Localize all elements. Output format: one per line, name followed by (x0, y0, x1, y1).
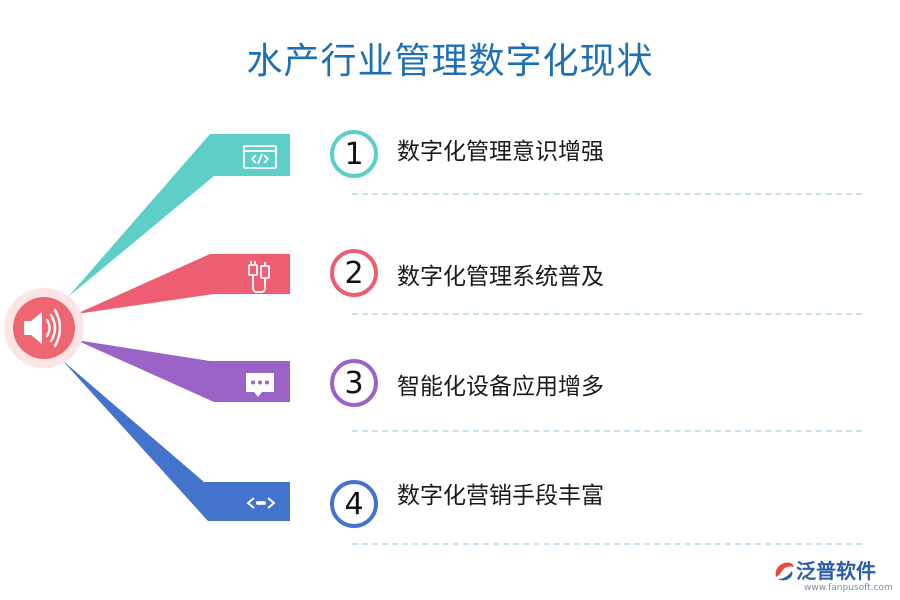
item-label-2: 数字化管理系统普及 (397, 264, 604, 290)
brand-logo-text: 泛普软件 (796, 559, 876, 583)
code-arrows-icon (246, 497, 276, 509)
speaker-icon (24, 308, 62, 348)
brand-logo-icon (775, 562, 794, 580)
code-window-icon (243, 145, 277, 169)
number-badge-3: 3 (330, 359, 378, 407)
ray-4 (62, 360, 290, 521)
number-badge-1: 1 (330, 130, 378, 178)
ray-3 (76, 340, 290, 402)
number-badge-2: 2 (330, 249, 378, 297)
hub-circle (13, 297, 75, 359)
divider-1 (352, 193, 862, 195)
item-label-3: 智能化设备应用增多 (397, 374, 604, 400)
divider-2 (352, 313, 862, 315)
item-label-4: 数字化营销手段丰富 (397, 483, 604, 509)
page-title: 水产行业管理数字化现状 (246, 41, 654, 82)
brand-logo-url: www.fanpusoft.com (804, 583, 893, 593)
ray-1 (68, 134, 290, 297)
ray-2 (76, 254, 290, 314)
brand-logo: 泛普软件 (772, 555, 876, 584)
item-label-1: 数字化管理意识增强 (397, 139, 604, 165)
divider-4 (352, 543, 862, 545)
chat-bubble-icon (246, 373, 274, 397)
number-badge-4: 4 (330, 480, 378, 528)
divider-3 (352, 430, 862, 432)
cable-plug-icon (248, 261, 270, 293)
